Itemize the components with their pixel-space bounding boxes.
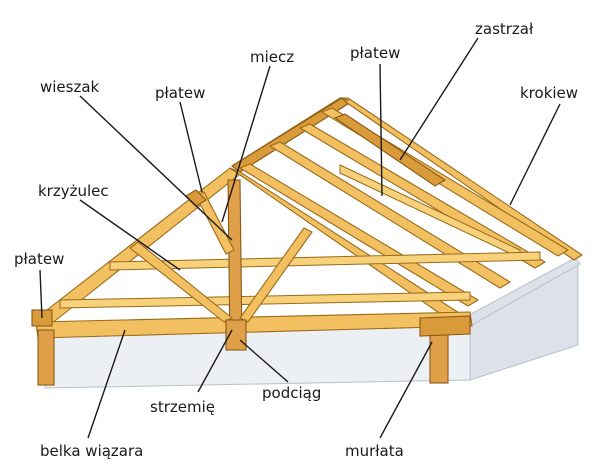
- stirrup-plate: [225, 319, 247, 351]
- label-platew-mid: płatew: [155, 84, 205, 102]
- labels: zastrzał płatew miecz krokiew wieszak pł…: [14, 20, 578, 460]
- leader-belka: [87, 329, 126, 439]
- leader-platew-left: [39, 269, 43, 319]
- leader-lines: [39, 37, 561, 439]
- supports: [31, 309, 471, 386]
- leader-podciag: [239, 339, 289, 383]
- post-left: [37, 329, 55, 386]
- leader-krokiew: [509, 103, 561, 206]
- label-miecz: miecz: [250, 48, 294, 66]
- leader-platew-top: [379, 63, 383, 197]
- label-belka-wiazara: belka wiązara: [40, 442, 143, 460]
- leader-platew-mid: [179, 101, 203, 193]
- rafter-r2: [269, 141, 511, 289]
- purlin-right-upper: [333, 113, 447, 187]
- label-podciag: podciąg: [262, 384, 321, 402]
- label-krzyzulec: krzyżulec: [38, 182, 109, 200]
- leader-wieszak: [79, 95, 233, 241]
- collar-beam-2: [109, 251, 541, 271]
- leader-krzyzulec: [79, 199, 181, 271]
- label-platew-left: płatew: [14, 250, 64, 268]
- leader-miecz: [221, 65, 271, 223]
- leader-zastrzal: [399, 37, 479, 161]
- collar-beam-1: [59, 291, 471, 309]
- leader-murlata: [379, 341, 433, 439]
- label-krokiew: krokiew: [520, 84, 578, 102]
- label-wieszak: wieszak: [40, 78, 100, 96]
- label-platew-top: płatew: [350, 44, 400, 62]
- far-slope: [231, 97, 583, 261]
- tie-beam: [35, 311, 473, 339]
- strut-right: [239, 227, 313, 323]
- label-zastrzal: zastrzał: [475, 20, 534, 38]
- strut-left: [129, 241, 233, 323]
- label-strzemie: strzemię: [150, 398, 215, 416]
- wall-plate-murlata: [419, 315, 471, 337]
- front-truss: [33, 167, 541, 351]
- label-murlata: murłata: [345, 442, 404, 460]
- leader-strzemie: [197, 329, 233, 393]
- far-rafter-right: [339, 97, 583, 261]
